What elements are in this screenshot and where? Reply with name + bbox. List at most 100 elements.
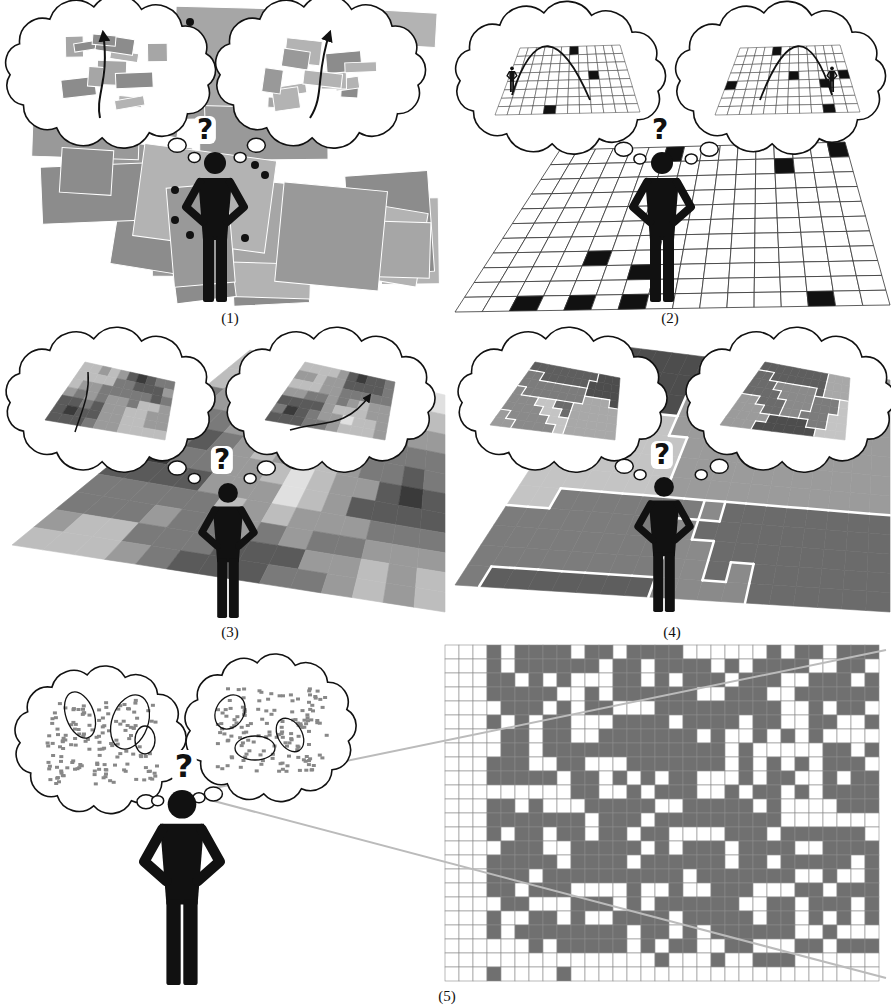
matrix-cell — [627, 883, 641, 897]
zone-border — [808, 509, 829, 511]
zone-border — [561, 488, 582, 490]
zone-border — [692, 520, 698, 540]
grid-cell — [538, 72, 550, 81]
person-torso — [509, 71, 515, 82]
matrix-cell — [529, 813, 543, 827]
grid-cell — [755, 218, 778, 233]
matrix-cell — [795, 645, 809, 659]
matrix-cell — [571, 827, 585, 841]
matrix-cell — [753, 771, 767, 785]
matrix-cell — [823, 841, 837, 855]
grid-cell — [618, 294, 649, 309]
grid-cell — [579, 63, 589, 72]
matrix-cell — [473, 911, 487, 925]
grid-cell — [713, 189, 735, 204]
matrix-cell — [585, 827, 599, 841]
grid-cell — [521, 98, 534, 107]
matrix-cell — [739, 911, 753, 925]
matrix-cell — [851, 841, 865, 855]
grid-cell — [614, 104, 628, 113]
matrix-cell — [837, 771, 851, 785]
matrix-cell — [795, 729, 809, 743]
matrix-cell — [753, 827, 767, 841]
grid-cell — [603, 104, 616, 113]
zone-border — [581, 490, 602, 492]
matrix-cell — [837, 687, 851, 701]
matrix-cell — [515, 799, 529, 813]
person-arm — [834, 72, 837, 79]
grid-cell — [788, 88, 799, 97]
matrix-cell — [501, 925, 515, 939]
matrix-cell — [697, 813, 711, 827]
matrix-cell — [865, 687, 879, 701]
grid-cell — [777, 218, 801, 233]
matrix-cell — [459, 771, 473, 785]
zone-border — [479, 567, 491, 587]
matrix-cell — [697, 897, 711, 911]
grid-cell — [555, 105, 567, 114]
matrix-cell — [851, 869, 865, 883]
matrix-cell — [669, 757, 683, 771]
grid-cell — [568, 97, 580, 106]
person-arm — [507, 72, 510, 79]
matrix-cell — [823, 869, 837, 883]
grid-cell — [842, 87, 855, 96]
matrix-cell — [501, 743, 515, 757]
matrix-cell — [697, 659, 711, 673]
zone-border — [521, 395, 530, 396]
matrix-cell — [557, 897, 571, 911]
matrix-cell — [613, 687, 627, 701]
matrix-cell — [487, 897, 501, 911]
matrix-cell — [487, 841, 501, 855]
matrix-cell — [781, 813, 795, 827]
zone-border — [827, 414, 828, 422]
matrix-cell — [697, 673, 711, 687]
zone-border — [537, 371, 545, 372]
matrix-cell — [865, 659, 879, 673]
person-head — [204, 152, 226, 174]
matrix-cell — [515, 729, 529, 743]
matrix-cell — [613, 659, 627, 673]
matrix-cell — [529, 757, 543, 771]
matrix-cell — [515, 897, 529, 911]
zone-cell — [849, 493, 870, 514]
matrix-cell — [599, 715, 613, 729]
thought-bubble — [216, 0, 426, 148]
matrix-cell — [543, 743, 557, 757]
person-torso — [829, 71, 835, 82]
grid-cell — [540, 64, 551, 73]
matrix-cell — [613, 743, 627, 757]
matrix-cell — [655, 813, 669, 827]
zone-cell — [814, 429, 826, 438]
zone-cell — [553, 425, 566, 434]
zone-border — [574, 403, 583, 404]
matrix-cell — [627, 827, 641, 841]
matrix-cell — [809, 855, 823, 869]
person-leg — [650, 236, 661, 302]
zone-border — [566, 418, 569, 426]
grid-cell — [810, 88, 822, 97]
matrix-cell — [515, 911, 529, 925]
matrix-cell — [711, 715, 725, 729]
matrix-cell — [487, 799, 501, 813]
matrix-cell — [795, 715, 809, 729]
grid-cell — [844, 95, 858, 104]
grid-cell — [754, 277, 780, 292]
matrix-cell — [809, 645, 823, 659]
zone-cell — [808, 489, 831, 510]
matrix-cell — [837, 911, 851, 925]
matrix-cell — [515, 883, 529, 897]
matrix-cell — [557, 855, 571, 869]
matrix-cell — [795, 701, 809, 715]
zone-cell — [820, 569, 845, 590]
matrix-cell — [753, 799, 767, 813]
matrix-cell — [487, 659, 501, 673]
raster-cell — [383, 583, 416, 607]
matrix-cell — [865, 673, 879, 687]
grid-cell — [748, 72, 760, 81]
zone-cell — [843, 570, 867, 591]
matrix-cell — [809, 883, 823, 897]
jump-arc — [512, 46, 590, 100]
matrix-cell — [655, 799, 669, 813]
matrix-cell — [683, 771, 697, 785]
